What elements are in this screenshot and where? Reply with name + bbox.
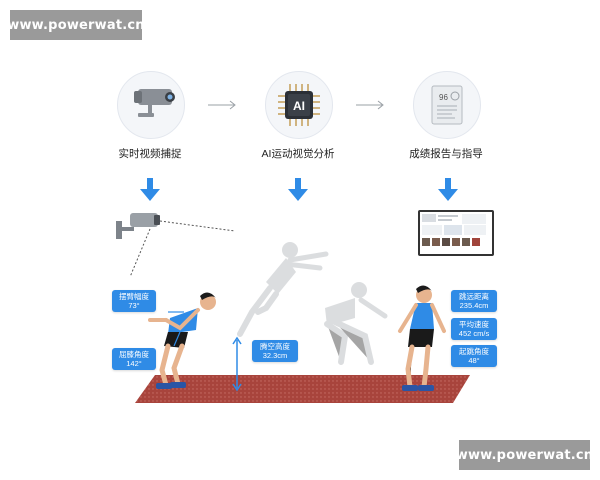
flow-arrow-right-icon <box>208 100 236 110</box>
tag-jump-distance-value: 235.4cm <box>459 301 489 310</box>
report-dashboard-icon <box>420 212 488 250</box>
tag-avg-speed-value: 452 cm/s <box>458 329 490 338</box>
running-track <box>135 375 470 403</box>
step-label-analysis: AI运动视觉分析 <box>261 148 335 160</box>
flow-arrow-right-icon <box>356 100 384 110</box>
tag-air-height-value: 32.3cm <box>262 351 288 360</box>
tag-takeoff-angle: 起跳角度 48° <box>451 345 497 367</box>
chip-text: AI <box>293 99 305 113</box>
step-label-capture: 实时视频捕捉 <box>118 148 182 160</box>
tag-takeoff-angle-value: 48° <box>468 356 480 365</box>
down-arrow-icon <box>288 178 308 201</box>
down-arrow-icon <box>438 178 458 201</box>
height-arrow-icon <box>232 336 242 392</box>
athlete-takeoff-figure <box>148 292 216 389</box>
step-label-report: 成绩报告与指导 <box>409 148 483 160</box>
tag-arm-swing-name: 摆臂幅度 <box>119 292 149 301</box>
step-camera <box>117 71 185 139</box>
report-icon: 96 <box>431 85 463 125</box>
watermark-top: www.powerwat.cn <box>7 10 145 40</box>
tag-takeoff-angle-name: 起跳角度 <box>459 347 489 356</box>
athlete-flight-ghost-2 <box>324 282 388 365</box>
tag-knee-angle: 屈膝角度 142° <box>112 348 156 370</box>
tag-jump-distance: 跳远距离 235.4cm <box>451 290 497 312</box>
report-screen <box>418 210 494 256</box>
athlete-flight-ghost-1 <box>237 242 329 337</box>
tag-knee-angle-name: 屈膝角度 <box>119 350 149 359</box>
athlete-landing-figure <box>398 285 446 391</box>
tag-arm-swing: 摆臂幅度 73° <box>112 290 156 312</box>
tag-avg-speed-name: 平均速度 <box>459 320 489 329</box>
step-report: 96 <box>413 71 481 139</box>
ai-chip-icon: AI <box>278 84 320 126</box>
camera-icon <box>134 89 175 117</box>
tag-air-height: 腾空高度 32.3cm <box>252 340 298 362</box>
tag-avg-speed: 平均速度 452 cm/s <box>451 318 497 340</box>
tag-air-height-name: 腾空高度 <box>260 342 290 351</box>
step-ai: AI <box>265 71 333 139</box>
tag-jump-distance-name: 跳远距离 <box>459 292 489 301</box>
tag-knee-angle-value: 142° <box>126 359 142 368</box>
tag-arm-swing-value: 73° <box>128 301 140 310</box>
watermark-bottom: www.powerwat.cn <box>456 440 593 470</box>
down-arrow-icon <box>140 178 160 201</box>
security-camera-icon <box>116 213 236 278</box>
report-score: 96 <box>439 93 448 102</box>
